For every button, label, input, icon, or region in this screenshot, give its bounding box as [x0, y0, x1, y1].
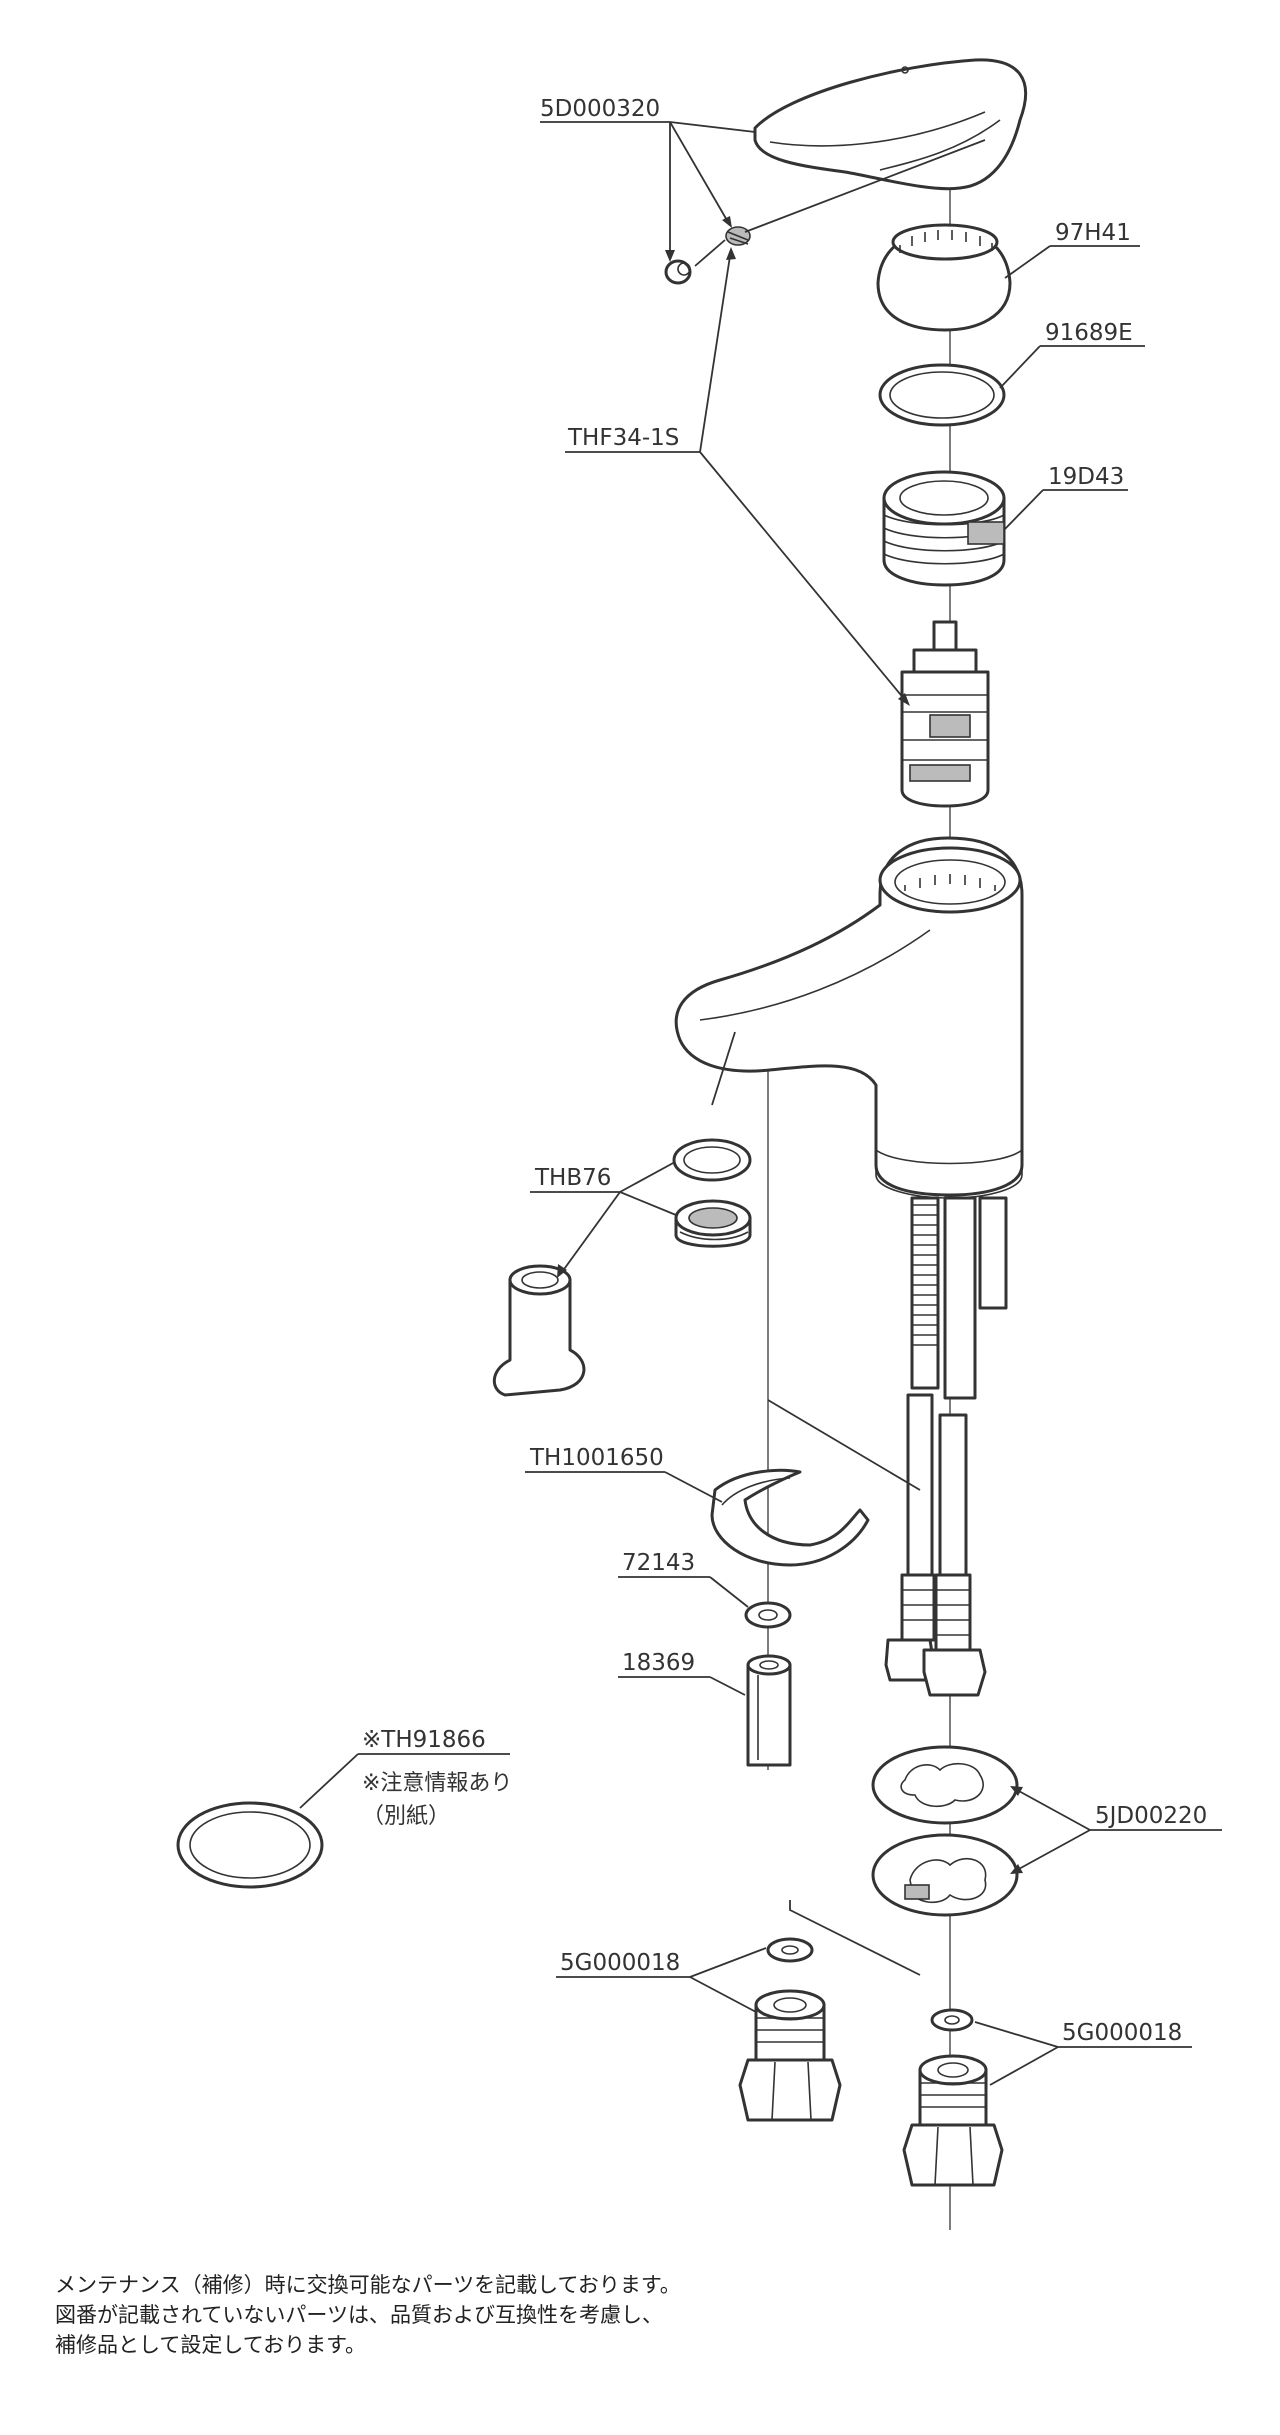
aerator-part: [672, 1138, 752, 1248]
label-plate: 5JD00220: [1095, 1803, 1207, 1829]
adapter-right-part: [902, 2008, 1004, 2187]
label-lever-handle: 5D000320: [540, 96, 660, 122]
footer-line-3: 補修品として設定しております。: [55, 2333, 367, 2357]
label-cap-nut: 97H41: [1055, 220, 1131, 246]
spacer-part: [746, 1654, 792, 1767]
washer-part: [744, 1601, 792, 1629]
adapter-left-part: [738, 1937, 842, 2122]
screw-cap-part: [664, 259, 692, 285]
label-gasket: ※TH91866: [362, 1727, 486, 1753]
plate-lower-part: [871, 1833, 1019, 1917]
label-fixing-bracket: TH1001650: [529, 1445, 664, 1471]
label-spacer: 18369: [622, 1650, 695, 1676]
footer-line-2: 図番が記載されていないパーツは、品質および互換性を考慮し、: [55, 2303, 663, 2327]
label-adapter-left: 5G000018: [560, 1950, 680, 1976]
aerator-wrench-part: [492, 1264, 586, 1397]
o-ring-part: [878, 363, 1006, 427]
gasket-part: [176, 1801, 324, 1889]
label-cartridge-nut: 19D43: [1048, 464, 1124, 490]
cartridge-part: [900, 620, 990, 808]
gasket-note-line2: （別紙）: [362, 1804, 450, 1829]
fixing-bracket-part: [710, 1468, 870, 1567]
footer-line-1: メンテナンス（補修）時に交換可能なパーツを記載しております。: [55, 2273, 681, 2297]
label-adapter-right: 5G000018: [1062, 2020, 1182, 2046]
cartridge-nut-part: [882, 470, 1006, 587]
label-aerator: THB76: [534, 1165, 611, 1191]
plate-upper-part: [871, 1745, 1019, 1825]
lever-handle-part: [664, 58, 1028, 285]
faucet-body-part: [674, 836, 1024, 1697]
label-o-ring: 91689E: [1045, 320, 1133, 346]
adapter-branch-line: [789, 1900, 921, 1976]
set-screw-part: [725, 226, 751, 246]
label-washer: 72143: [622, 1550, 695, 1576]
label-cartridge: THF34-1S: [567, 425, 679, 451]
footer-note: メンテナンス（補修）時に交換可能なパーツを記載しております。 図番が記載されてい…: [55, 2270, 1235, 2360]
body-branch-line: [767, 1399, 921, 1491]
cap-nut-part: [876, 223, 1012, 332]
gasket-note-line1: ※注意情報あり: [362, 1771, 512, 1796]
